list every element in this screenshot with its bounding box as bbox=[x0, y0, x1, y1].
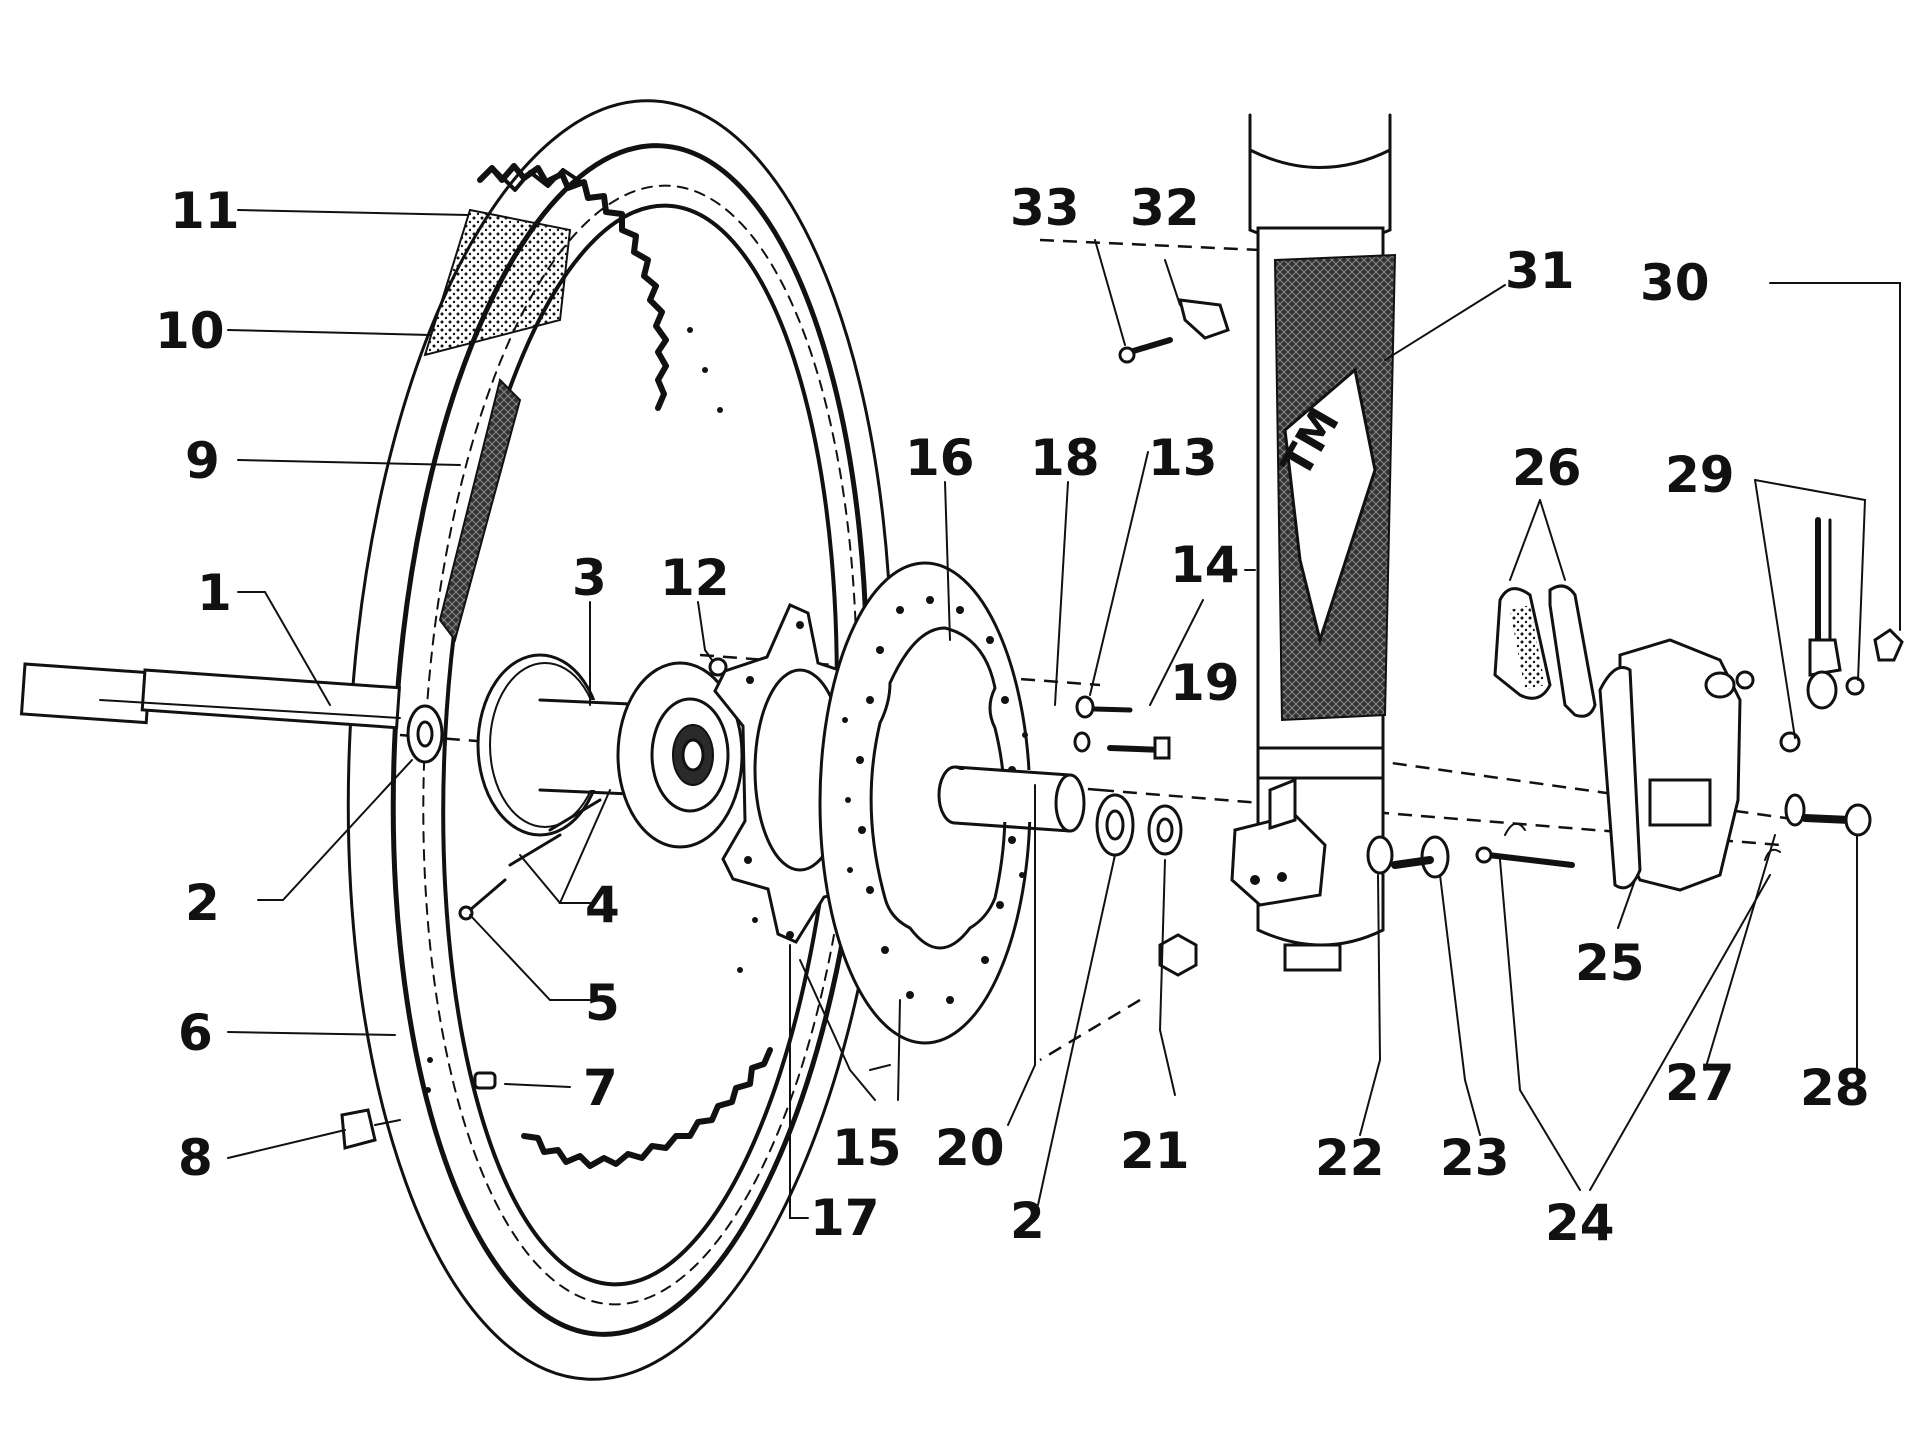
callout-24: 24 bbox=[1545, 1194, 1615, 1252]
brake-caliper bbox=[1598, 638, 1755, 892]
pad-pin bbox=[1475, 822, 1575, 868]
callout-14: 14 bbox=[1170, 536, 1240, 594]
callout-2-right: 2 bbox=[1010, 1192, 1045, 1250]
valve bbox=[473, 1071, 497, 1090]
callout-30: 30 bbox=[1640, 254, 1710, 312]
hub bbox=[476, 653, 744, 849]
bolt-28 bbox=[1801, 803, 1872, 837]
callout-25: 25 bbox=[1575, 934, 1645, 992]
callout-22: 22 bbox=[1315, 1129, 1385, 1187]
callout-3: 3 bbox=[572, 549, 607, 607]
callout-2-left: 2 bbox=[185, 874, 220, 932]
callout-26: 26 bbox=[1512, 439, 1582, 497]
disc-bolts bbox=[1073, 695, 1171, 760]
callout-20: 20 bbox=[935, 1119, 1005, 1177]
axle bbox=[19, 662, 401, 730]
callout-10: 10 bbox=[155, 302, 225, 360]
callout-6: 6 bbox=[178, 1004, 213, 1062]
callout-5: 5 bbox=[585, 974, 620, 1032]
callout-33: 33 bbox=[1010, 179, 1080, 237]
callout-labels: 11 10 9 1 2 6 8 3 12 4 5 7 16 18 13 14 1… bbox=[155, 179, 1870, 1252]
callout-12: 12 bbox=[660, 549, 730, 607]
callout-11: 11 bbox=[170, 182, 240, 240]
valve-cap bbox=[340, 1108, 401, 1150]
callout-32: 32 bbox=[1130, 179, 1200, 237]
callout-19: 19 bbox=[1170, 654, 1240, 712]
washer-22 bbox=[1366, 835, 1394, 875]
callout-13: 13 bbox=[1148, 429, 1218, 487]
leader-lines bbox=[227, 209, 1901, 1219]
callout-31: 31 bbox=[1505, 242, 1575, 300]
rim-tape-9 bbox=[438, 378, 522, 643]
callout-9: 9 bbox=[185, 432, 220, 490]
brake-hose bbox=[1779, 517, 1904, 753]
hose-clamp bbox=[1118, 298, 1230, 364]
bolt-12 bbox=[708, 657, 728, 677]
screw-5 bbox=[458, 878, 507, 921]
brake-pads bbox=[1493, 584, 1597, 718]
callout-23: 23 bbox=[1440, 1129, 1510, 1187]
callout-28: 28 bbox=[1800, 1059, 1870, 1117]
callout-1: 1 bbox=[197, 564, 232, 622]
callout-18: 18 bbox=[1030, 429, 1100, 487]
callout-15: 15 bbox=[832, 1119, 902, 1177]
spacer-sleeve bbox=[937, 765, 1086, 833]
callout-8: 8 bbox=[178, 1129, 213, 1187]
callout-29: 29 bbox=[1665, 446, 1735, 504]
tyre-cutaway-10 bbox=[423, 208, 572, 357]
bolt-23 bbox=[1391, 835, 1450, 879]
callout-27: 27 bbox=[1665, 1054, 1735, 1112]
callout-4: 4 bbox=[585, 876, 620, 934]
hub-bolts bbox=[508, 798, 602, 867]
callout-17: 17 bbox=[810, 1189, 880, 1247]
fork-leg: TM bbox=[1158, 113, 1397, 977]
callout-16: 16 bbox=[905, 429, 975, 487]
callout-7: 7 bbox=[583, 1059, 618, 1117]
callout-21: 21 bbox=[1120, 1122, 1190, 1180]
washer-27 bbox=[1784, 793, 1806, 827]
